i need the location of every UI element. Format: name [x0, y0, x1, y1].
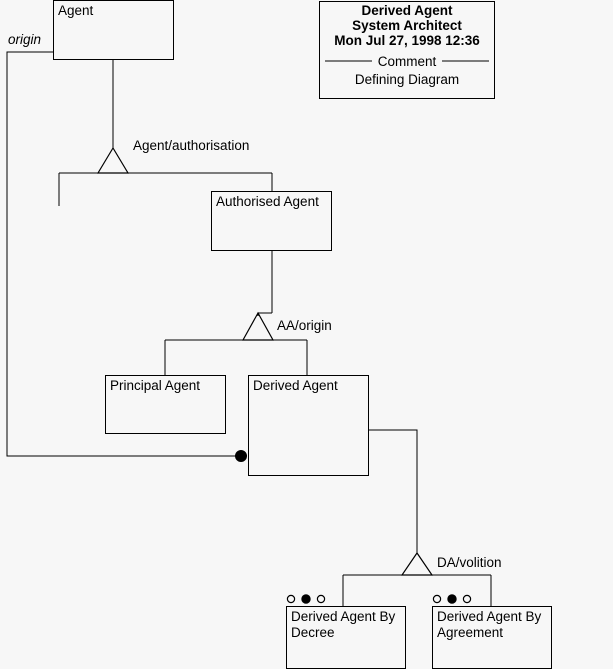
class-label-derived-agent-by-decree-line2: Decree: [291, 625, 335, 640]
class-label-derived-agent-by-agreement-line2: Agreement: [437, 625, 503, 640]
class-node-principal-agent[interactable]: Principal Agent: [104, 374, 227, 435]
composition-dot-derived-agent-origin: [235, 450, 247, 462]
association-label-da-volition: DA/volition: [437, 555, 502, 570]
constraint-marker-agreement-2: [447, 594, 457, 604]
class-label-derived-agent: Derived Agent: [253, 378, 338, 393]
title-block: Derived Agent System Architect Mon Jul 2…: [318, 0, 496, 100]
class-node-authorised-agent[interactable]: Authorised Agent: [210, 190, 333, 252]
class-label-principal-agent: Principal Agent: [110, 378, 200, 393]
class-label-derived-agent-by-agreement-line1: Derived Agent By: [437, 609, 542, 624]
constraint-marker-decree-1: [286, 594, 296, 604]
constraint-marker-decree-2: [301, 594, 311, 604]
constraint-marker-agreement-3: [462, 594, 472, 604]
class-node-derived-agent[interactable]: Derived Agent: [247, 374, 370, 477]
comment-text: Defining Diagram: [355, 72, 459, 87]
edge-derived-agent-to-da-volition: [368, 429, 418, 554]
title-block-line3: Mon Jul 27, 1998 12:36: [334, 33, 480, 48]
association-label-aa-origin: AA/origin: [277, 318, 332, 333]
association-label-agent-authorisation: Agent/authorisation: [133, 138, 249, 153]
generalization-triangle-agent-authorisation: [96, 146, 130, 174]
class-box-principal-agent[interactable]: [104, 374, 227, 435]
generalization-triangle-da-volition: [400, 551, 434, 576]
role-label-origin: origin: [8, 32, 41, 47]
class-label-agent: Agent: [58, 3, 94, 18]
class-label-derived-agent-by-decree-line1: Derived Agent By: [291, 609, 396, 624]
title-block-line2: System Architect: [352, 18, 462, 33]
generalization-triangle-aa-origin: [241, 311, 275, 341]
class-box-derived-agent-by-agreement[interactable]: [431, 605, 553, 669]
class-box-derived-agent[interactable]: [247, 374, 370, 477]
class-node-agent[interactable]: Agent: [52, 0, 175, 61]
comment-separator-label: Comment: [378, 54, 437, 69]
class-node-derived-agent-by-agreement[interactable]: Derived Agent By Agreement: [431, 605, 553, 669]
class-node-derived-agent-by-decree[interactable]: Derived Agent By Decree: [285, 605, 407, 669]
title-block-line1: Derived Agent: [361, 3, 453, 18]
edge-origin-association: [6, 51, 236, 457]
title-block-frame: [318, 0, 496, 100]
constraint-marker-decree-3: [316, 594, 326, 604]
constraint-marker-agreement-1: [432, 594, 442, 604]
class-label-authorised-agent: Authorised Agent: [216, 194, 319, 209]
class-box-derived-agent-by-decree[interactable]: [285, 605, 407, 669]
class-box-agent[interactable]: [52, 0, 175, 61]
class-box-authorised-agent[interactable]: [210, 190, 333, 252]
